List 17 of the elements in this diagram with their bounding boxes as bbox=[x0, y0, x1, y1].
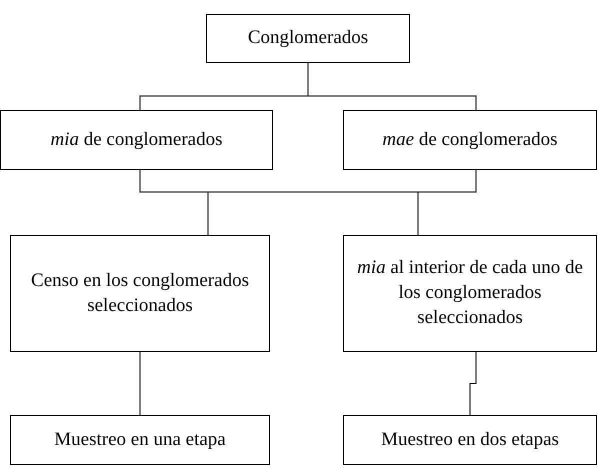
box-label: Muestreo en una etapa bbox=[54, 428, 226, 452]
connector-line bbox=[418, 170, 476, 236]
box-label: Conglomerados bbox=[248, 26, 368, 50]
process-box bbox=[206, 14, 410, 63]
box-label: mia al interior de cada uno de los conglomerados seleccionados bbox=[356, 256, 584, 330]
box-label: Muestreo en dos etapas bbox=[381, 428, 559, 452]
process-box bbox=[343, 110, 597, 170]
connector-line bbox=[308, 62, 476, 110]
process-box bbox=[10, 415, 270, 465]
process-box bbox=[0, 110, 273, 170]
process-box bbox=[10, 235, 270, 352]
box-label: mia de conglomerados bbox=[50, 128, 222, 152]
process-box bbox=[343, 415, 597, 465]
process-box bbox=[343, 235, 597, 352]
box-label: Censo en los conglomerados seleccionados bbox=[30, 268, 250, 318]
connector-line bbox=[470, 352, 476, 416]
box-label: mae de conglomerados bbox=[382, 128, 558, 152]
